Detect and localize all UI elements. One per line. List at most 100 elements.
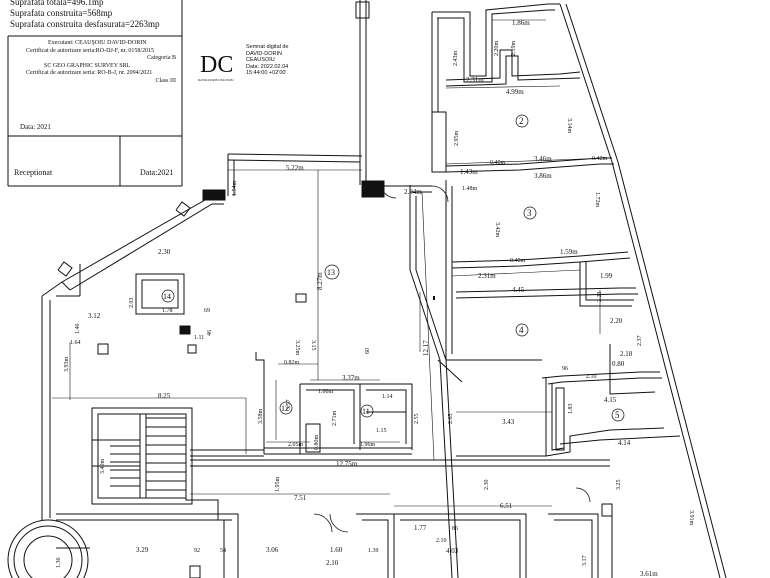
round-tower <box>7 519 89 578</box>
dimension-lines <box>52 19 611 507</box>
rooms-11-12-walls <box>255 352 413 455</box>
dim-label: 2.10 <box>586 374 597 380</box>
room-label-13: 13 <box>327 268 335 277</box>
dim-label: 0.82m <box>284 360 300 366</box>
dim-label: 3.57 <box>286 400 292 411</box>
dim-label: 2.20m <box>494 41 500 57</box>
dim-label: 4.03 <box>446 547 459 555</box>
dim-label: 3.46m <box>534 155 552 163</box>
dim-label: 7.51 <box>294 494 307 502</box>
dim-label: 3.17 <box>582 556 588 567</box>
company-name: SC GEO GRAPHIC SURVEY SRL <box>44 62 131 69</box>
dim-label: 1.96m <box>360 442 376 448</box>
dim-label: 4.45 <box>512 286 525 294</box>
dim-label: 4.99m <box>506 88 524 96</box>
dim-label: 0.80 <box>612 360 625 368</box>
dim-label: 3.25m <box>294 340 300 356</box>
dim-label: 3.93m <box>64 357 70 373</box>
dimension-labels: 1.86m 2.31m 4.99m 0.40m 3.46m 0.42m 1.43… <box>70 19 658 578</box>
room-label-5: 5 <box>615 410 620 420</box>
signature-logo-text: DC <box>200 52 233 78</box>
room-label-4: 4 <box>519 325 524 335</box>
room-label-11: 11 <box>362 407 370 416</box>
dim-label: 3.25 <box>616 480 622 491</box>
room-label-14: 14 <box>163 292 171 301</box>
dim-label: 54 <box>220 548 226 554</box>
dim-label: 1.77 <box>414 524 427 532</box>
dim-label: 1.00m <box>318 389 334 395</box>
dim-label: 2.37 <box>637 336 643 347</box>
dim-label: 1.14 <box>382 394 393 400</box>
dim-label: 0.40m <box>510 258 526 264</box>
dim-label: 3.58m <box>258 409 264 425</box>
dim-label: 2.95m <box>454 131 460 147</box>
dim-label: 1.72m <box>594 192 600 208</box>
dim-label: 4.15 <box>604 396 617 404</box>
certificat-2: Certificat de autorizare seria: RO-B-J, … <box>26 70 153 76</box>
dim-label: 86 <box>452 526 458 532</box>
dim-label: 3.42m <box>494 222 500 238</box>
staircase <box>91 407 264 520</box>
dim-label: 2.71m <box>332 411 338 427</box>
dim-label: 6.51 <box>500 502 513 510</box>
dim-label: 3.91m <box>688 510 694 526</box>
dim-label: 3.86m <box>534 172 552 180</box>
dim-label: 0.42m <box>592 156 608 162</box>
dim-label: 2.20 <box>610 317 623 325</box>
dim-label: 0.40m <box>490 160 506 166</box>
dim-label: 3.06 <box>266 546 279 554</box>
signature-line-5: 15:44:00 +02'00' <box>246 70 287 76</box>
dim-label: 2.03 <box>129 298 135 309</box>
dim-label: 3.61m <box>640 570 658 578</box>
dim-label: 4.14 <box>618 439 631 447</box>
dim-label: 2.10 <box>436 538 447 544</box>
dim-label: 1.86m <box>512 19 530 27</box>
room-labels: 2 3 4 5 11 12 13 14 <box>161 114 625 422</box>
digital-signature: Semnat digital de DAVID-DORIN CEAUSOIU D… <box>246 44 289 77</box>
dim-label: 96 <box>562 366 568 372</box>
dim-label: 3.43 <box>502 418 515 426</box>
dim-label: 2.23 <box>597 292 603 303</box>
data-date-2: Data:2021 <box>140 168 174 177</box>
dim-label: 1.43m <box>460 168 478 176</box>
left-facade <box>41 189 226 520</box>
dim-label: 3.37m <box>342 374 360 382</box>
dim-label: 60 <box>365 348 371 354</box>
dim-label: 1.59m <box>560 248 578 256</box>
dim-label: 1.60 <box>330 546 343 554</box>
dim-label: 2.30 <box>484 480 490 491</box>
title-block-frame <box>7 0 183 187</box>
dim-label: 1.15 <box>376 428 387 434</box>
dim-label: 1.78 <box>162 308 173 314</box>
signature-logo: DC DAVID-DORIN CEAUSOIU <box>198 52 235 82</box>
dim-label: 1.36 <box>56 558 62 569</box>
dim-label: 2.19m <box>511 41 517 57</box>
dim-label: 8.25 <box>158 392 171 400</box>
dim-label: 1.95m <box>275 477 281 493</box>
executant-block: Executant: CEAUŞOIU DAVID-DORIN Certific… <box>26 40 176 85</box>
dimension-labels-vertical: 2.20m 2.19m 2.43m 3.14m 2.95m 1.72m 1.54… <box>56 41 694 569</box>
dim-label: 2.31m <box>466 76 484 84</box>
dim-label: 46 <box>207 330 213 336</box>
room-14-walls <box>97 273 307 355</box>
area-line-total: Suprafata totala=496.1mp <box>10 0 104 7</box>
top-center-wall <box>355 0 447 198</box>
executant-name: Executant: CEAUŞOIU DAVID-DORIN <box>48 40 147 46</box>
dim-label: 1.48m <box>462 186 478 192</box>
room-label-2: 2 <box>519 116 524 126</box>
dim-label: 3.12 <box>88 312 101 320</box>
dim-label: 1.54m <box>232 181 238 197</box>
signature-line-1: Semnat digital de <box>246 44 289 50</box>
dim-label: 1.64 <box>70 340 81 346</box>
area-info: Suprafata totala=496.1mp Suprafata const… <box>10 0 160 30</box>
dim-label: 5.22m <box>286 164 304 172</box>
right-wing-walls <box>431 3 727 578</box>
dim-label: 69 <box>204 308 210 314</box>
signature-logo-sub: DAVID-DORIN CEAUSOIU <box>198 78 235 82</box>
area-line-built: Suprafata construita=568mp <box>10 8 113 18</box>
certificat-1: Certificat de autorizare seria:RO-DJ-F, … <box>26 47 154 54</box>
dim-label: 1.39 <box>368 548 379 554</box>
dim-label: 3.29 <box>136 546 149 554</box>
dim-label: 2.18 <box>620 350 633 358</box>
signature-line-2: DAVID-DORIN <box>246 50 282 57</box>
